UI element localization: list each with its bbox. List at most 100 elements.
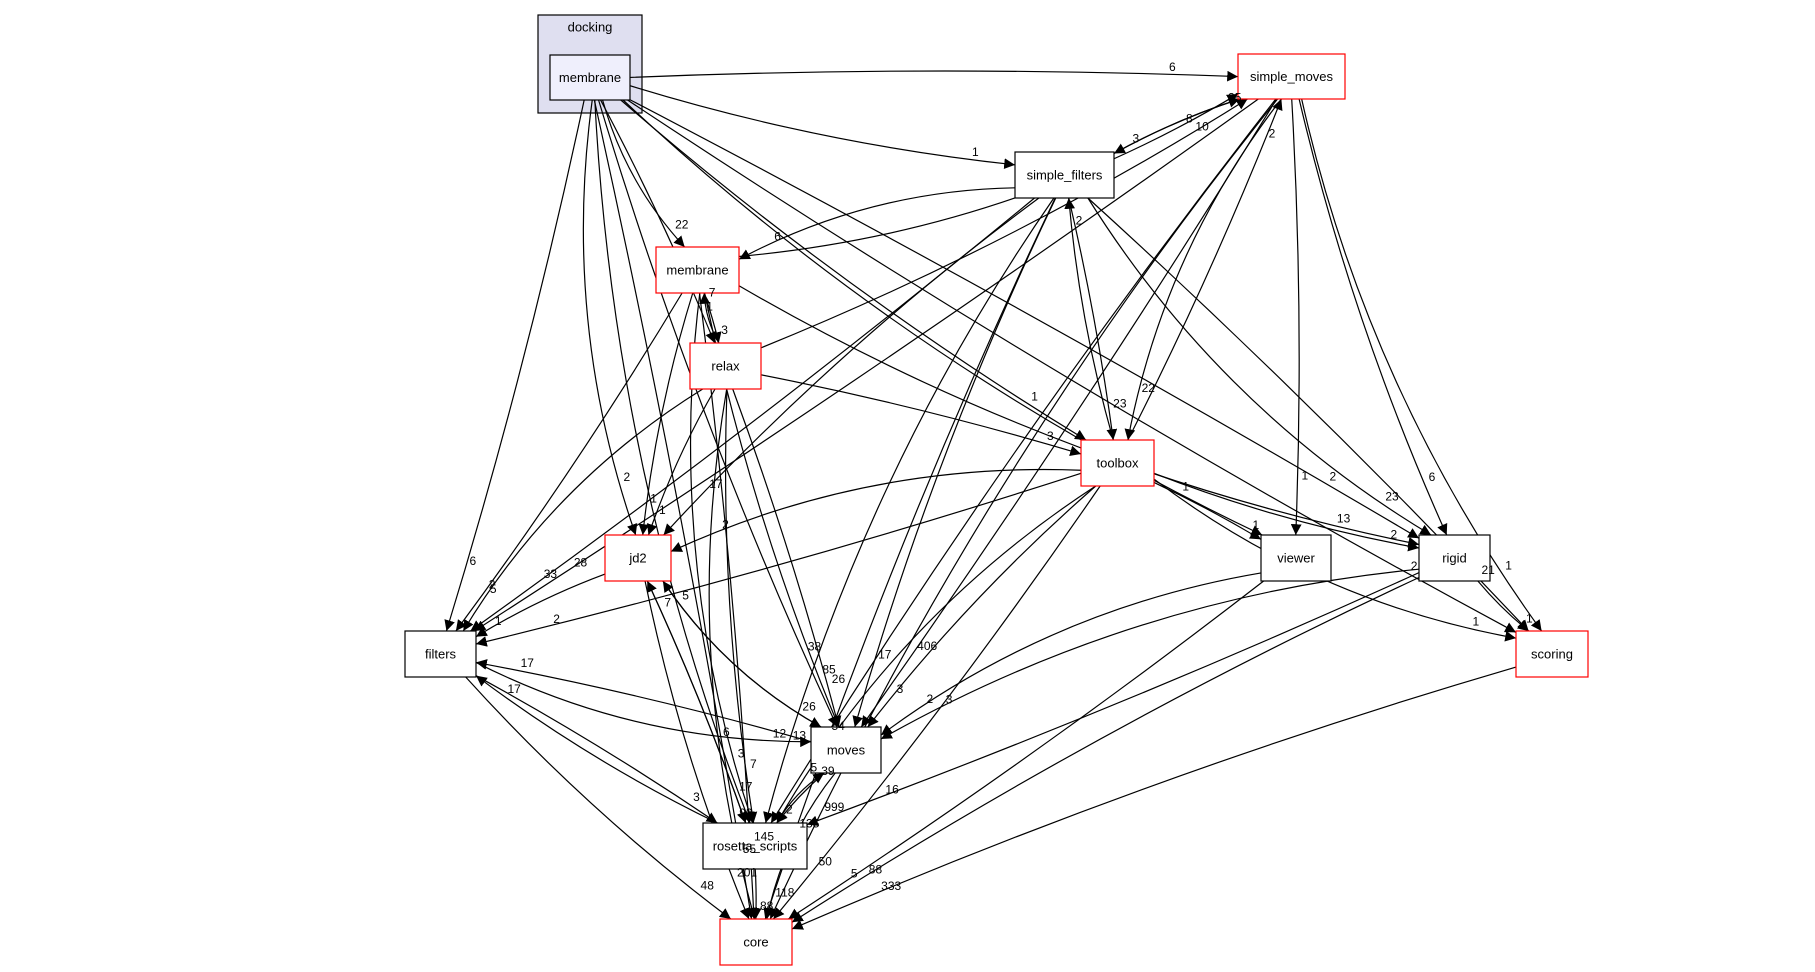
node-box[interactable]: [689, 342, 762, 390]
node-jd2[interactable]: jd2: [604, 534, 672, 582]
edge-label[interactable]: 8: [1186, 111, 1193, 125]
edge-label[interactable]: 39: [821, 764, 835, 778]
edge-label[interactable]: 3: [1047, 429, 1054, 443]
edge-label[interactable]: 6: [774, 230, 781, 244]
node-rosetta-scripts[interactable]: rosetta_scripts: [702, 822, 808, 870]
node-box[interactable]: [1014, 151, 1115, 199]
edge-label[interactable]: 2: [489, 578, 496, 592]
edge-label[interactable]: 1: [972, 145, 979, 159]
node-simple-filters[interactable]: simple_filters: [1014, 151, 1115, 199]
edge-label[interactable]: 16: [885, 783, 899, 797]
edge-label[interactable]: 2: [623, 470, 630, 484]
node-box[interactable]: [1515, 630, 1589, 678]
edge-label[interactable]: 1: [1526, 612, 1533, 626]
edge-label[interactable]: 3: [897, 682, 904, 696]
edge-label[interactable]: 3: [738, 747, 745, 761]
edge-label[interactable]: 10: [1195, 119, 1209, 133]
node-box[interactable]: [1237, 53, 1346, 100]
edge-label[interactable]: 118: [775, 886, 794, 900]
edge-label[interactable]: 5: [682, 589, 689, 603]
edge-label[interactable]: 54: [831, 719, 845, 733]
edge-label[interactable]: 3: [946, 693, 953, 707]
edge-label[interactable]: 1: [1302, 469, 1309, 483]
edge-label[interactable]: 13: [1337, 511, 1351, 525]
node-membrane[interactable]: membrane: [655, 246, 740, 294]
node-box[interactable]: [1418, 534, 1491, 582]
edge-label[interactable]: 6: [723, 725, 730, 739]
edge-label[interactable]: 333: [881, 879, 901, 893]
edge-label[interactable]: 2: [722, 517, 729, 531]
edge-label[interactable]: 1: [1473, 614, 1480, 628]
edge-label[interactable]: 48: [701, 879, 715, 893]
edge-label[interactable]: 28: [574, 555, 588, 569]
edge-label[interactable]: 1: [650, 491, 657, 505]
node-toolbox[interactable]: toolbox: [1080, 439, 1155, 487]
edge-label[interactable]: 6: [1169, 60, 1176, 74]
edge-label[interactable]: 21: [1481, 563, 1495, 577]
edge-label[interactable]: 6: [469, 554, 476, 568]
edge-label[interactable]: 1: [1252, 518, 1259, 532]
edge-label[interactable]: 23: [1113, 397, 1127, 411]
edge-label[interactable]: 13: [793, 729, 807, 743]
edge-label[interactable]: 17: [709, 477, 723, 491]
node-box[interactable]: [810, 726, 882, 774]
node-box[interactable]: [1080, 439, 1155, 487]
node-filters[interactable]: filters: [404, 630, 477, 678]
node-rigid[interactable]: rigid: [1418, 534, 1491, 582]
edge-label[interactable]: 26: [802, 699, 816, 713]
edge-label[interactable]: 50: [819, 855, 833, 869]
edge-label[interactable]: 2: [1076, 213, 1083, 227]
node-box[interactable]: [702, 822, 808, 870]
edge-label[interactable]: 201: [737, 865, 757, 879]
node-scoring[interactable]: scoring: [1515, 630, 1589, 678]
edge-label[interactable]: 3: [721, 323, 728, 337]
edge-label[interactable]: 145: [754, 830, 774, 844]
edge-label[interactable]: 26: [832, 672, 846, 686]
edge-label[interactable]: 2: [786, 803, 793, 817]
edge-label[interactable]: 1: [1031, 389, 1038, 403]
edge-label[interactable]: 5: [851, 867, 858, 881]
edge-label[interactable]: 2: [1411, 559, 1418, 573]
node-box[interactable]: [655, 246, 740, 294]
node-simple-moves[interactable]: simple_moves: [1237, 53, 1346, 100]
edge-label[interactable]: 22: [1142, 381, 1156, 395]
node-box[interactable]: [404, 630, 477, 678]
node-membrane-dock[interactable]: membrane: [549, 54, 631, 101]
edge-label[interactable]: 33: [544, 567, 558, 581]
edge-label[interactable]: 6: [1429, 470, 1436, 484]
node-viewer[interactable]: viewer: [1260, 534, 1332, 582]
node-box[interactable]: [719, 918, 793, 966]
edge-label[interactable]: 406: [917, 639, 937, 653]
edge-label[interactable]: 1: [706, 299, 713, 313]
edge-label[interactable]: 3: [1133, 132, 1140, 146]
node-box[interactable]: [604, 534, 672, 582]
edge-label[interactable]: 17: [878, 648, 892, 662]
edge-label[interactable]: 25: [1228, 90, 1242, 104]
edge-label[interactable]: 93: [739, 806, 753, 820]
edge-label[interactable]: 1: [495, 614, 502, 628]
edge-label[interactable]: 17: [739, 779, 753, 793]
edge-label[interactable]: 7: [664, 596, 671, 610]
edge-label[interactable]: 5: [811, 760, 818, 774]
edge-label[interactable]: 3: [693, 790, 700, 804]
edge-label[interactable]: 38: [808, 640, 822, 654]
edge-label[interactable]: 2: [1390, 528, 1397, 542]
edge-label[interactable]: 135: [799, 817, 819, 831]
edge-label[interactable]: 85: [822, 662, 836, 676]
edge-label[interactable]: 2: [926, 692, 933, 706]
edge-label[interactable]: 88: [760, 899, 774, 913]
node-box[interactable]: [549, 54, 631, 101]
edge-label[interactable]: 1: [1505, 558, 1512, 572]
edge-label[interactable]: 88: [869, 862, 883, 876]
edge-label[interactable]: 7: [709, 285, 716, 299]
edge-label[interactable]: 55: [743, 842, 757, 856]
edge-label[interactable]: 22: [675, 217, 689, 231]
edge-label[interactable]: 17: [521, 656, 535, 670]
node-box[interactable]: [1260, 534, 1332, 582]
edge-label[interactable]: 999: [824, 800, 844, 814]
edge-label[interactable]: 12: [773, 727, 787, 741]
edge-label[interactable]: 2: [1330, 469, 1337, 483]
edge-label[interactable]: 1: [659, 503, 666, 517]
edge-label[interactable]: 23: [1385, 489, 1399, 503]
edge-label[interactable]: 2: [553, 612, 560, 626]
